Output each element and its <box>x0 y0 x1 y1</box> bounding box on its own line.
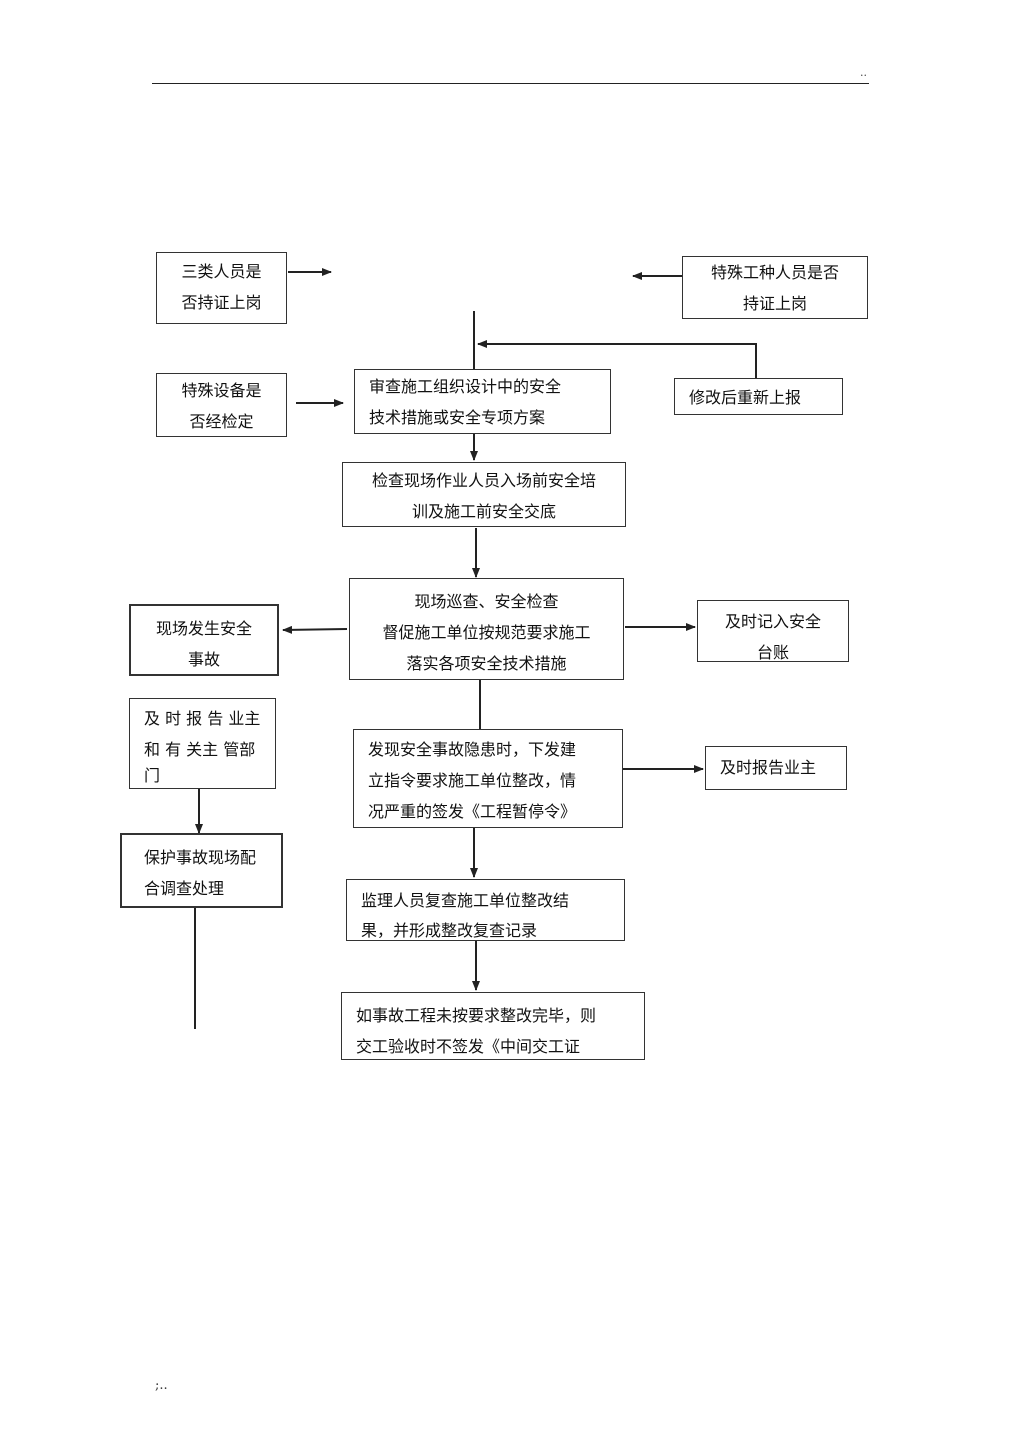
report-owner-dept-box: 及 时 报 告 业主 和 有 关主 管部 门 <box>129 698 276 789</box>
three-types-staff-box: 三类人员是 否持证上岗 <box>156 252 287 324</box>
report-owner-box: 及时报告业主 <box>705 746 847 790</box>
protect-scene-box: 保护事故现场配 合调查处理 <box>120 833 283 908</box>
review-design-box: 审查施工组织设计中的安全 技术措施或安全专项方案 <box>354 369 611 434</box>
header-rule <box>152 83 869 84</box>
header-mark: .. <box>860 66 867 79</box>
footer-mark: ;.. <box>155 1378 168 1393</box>
record-ledger-box: 及时记入安全 台账 <box>697 600 849 662</box>
resubmit-box: 修改后重新上报 <box>674 378 843 415</box>
arrow-resubmit-feedback <box>477 340 757 378</box>
special-workers-box: 特殊工种人员是否 持证上岗 <box>682 256 868 319</box>
special-equipment-box: 特殊设备是 否经检定 <box>156 373 287 437</box>
recheck-box: 监理人员复查施工单位整改结 果，并形成整改复查记录 <box>346 879 625 941</box>
arrow-inspection-to-accident <box>282 625 348 634</box>
accident-occurs-box: 现场发生安全 事故 <box>129 604 279 676</box>
hidden-danger-box: 发现安全事故隐患时，下发建 立指令要求施工单位整改，情 况严重的签发《工程暂停令… <box>353 729 623 828</box>
site-inspection-box: 现场巡查、安全检查 督促施工单位按规范要求施工 落实各项安全技术措施 <box>349 578 624 680</box>
check-training-box: 检查现场作业人员入场前安全培 训及施工前安全交底 <box>342 462 626 527</box>
no-sign-box: 如事故工程未按要求整改完毕，则 交工验收时不签发《中间交工证 <box>341 992 645 1060</box>
